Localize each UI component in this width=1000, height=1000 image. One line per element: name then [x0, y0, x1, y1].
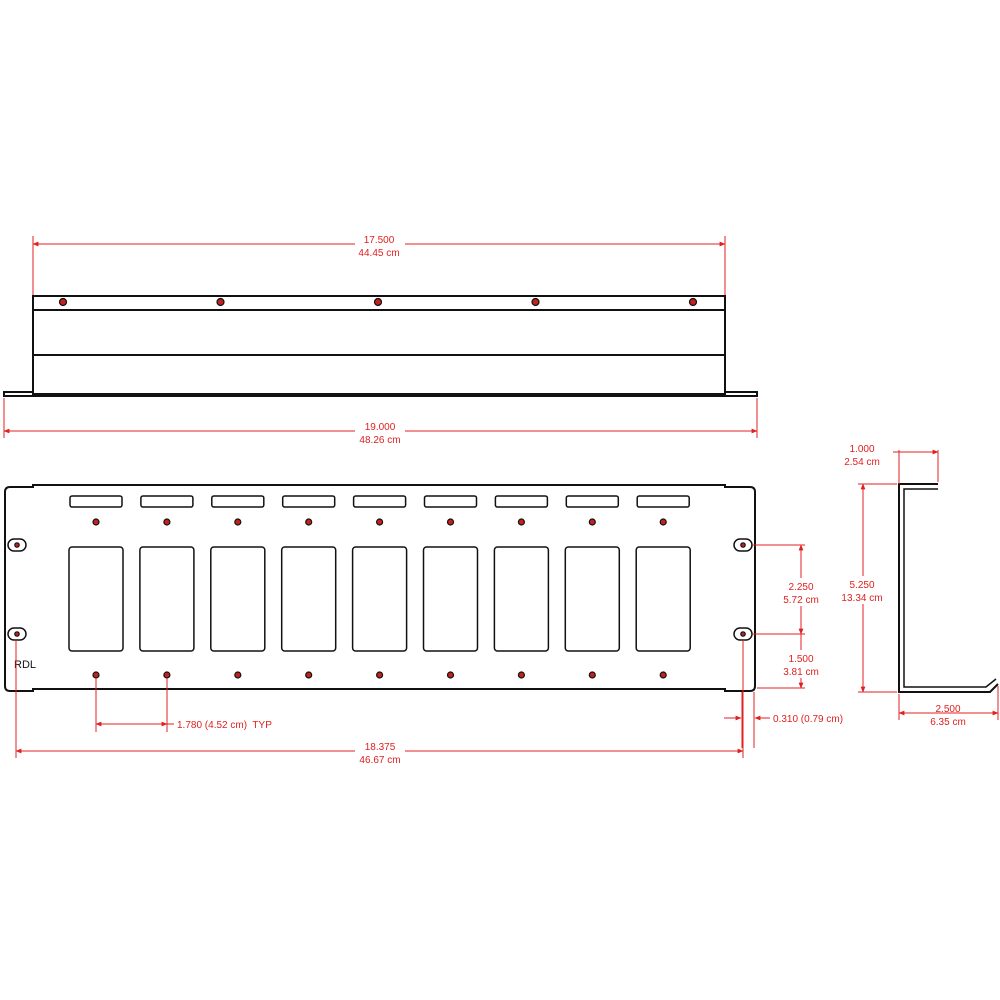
front-view: RDL 1.780 (4.52 cm) TYP 0.310 (0.79 cm) … — [4, 484, 843, 766]
mount-hole-lower — [163, 671, 171, 679]
rack-slot-upper-left — [7, 538, 27, 552]
module-window — [210, 546, 266, 652]
dim-inner-width-in: 17.500 — [364, 235, 395, 246]
module-window — [68, 546, 124, 652]
top-screw-holes — [58, 297, 698, 307]
mount-hole-lower — [659, 671, 667, 679]
top-view-chassis — [3, 295, 758, 397]
label-slot — [636, 495, 690, 508]
dim-inner-width: 17.500 44.45 cm — [32, 235, 726, 296]
dim-lip: 1.000 2.54 cm — [844, 444, 939, 484]
dim-height-b-in: 1.500 — [788, 654, 813, 665]
module-cutout — [280, 495, 337, 679]
mount-hole-lower — [92, 671, 100, 679]
module-cutout — [351, 495, 408, 679]
mount-hole-lower — [517, 671, 526, 679]
mount-hole-lower — [234, 671, 242, 679]
module-window — [635, 546, 691, 652]
dim-side-depth-cm: 6.35 cm — [930, 717, 966, 728]
dim-side-depth-in: 2.500 — [935, 704, 960, 715]
rack-slot-lower-left — [7, 627, 27, 641]
mount-hole-upper — [305, 518, 313, 526]
module-cutout — [422, 495, 479, 679]
dim-outer-width: 19.000 48.26 cm — [3, 398, 758, 446]
rack-slots — [7, 538, 753, 641]
dim-panel-heights: 2.250 5.72 cm 1.500 3.81 cm — [753, 544, 819, 689]
dim-hole-span-in: 18.375 — [365, 742, 396, 753]
dim-height-a-cm: 5.72 cm — [783, 595, 819, 606]
mount-hole-lower — [446, 671, 455, 679]
dim-edge-offset: 0.310 (0.79 cm) — [724, 692, 843, 748]
module-cutout — [564, 495, 621, 679]
top-view: 17.500 44.45 cm 19.000 48.26 cm — [3, 235, 758, 446]
side-profile — [898, 483, 999, 693]
rack-slot-upper-right — [733, 538, 753, 552]
mount-hole-upper — [92, 518, 100, 526]
mount-hole-upper — [659, 518, 667, 526]
screw-hole — [373, 297, 383, 307]
module-cutout — [635, 495, 691, 679]
module-cutout — [68, 495, 124, 679]
module-window — [564, 546, 621, 652]
mount-hole-upper — [376, 518, 384, 526]
module-window — [280, 546, 337, 652]
dim-lip-cm: 2.54 cm — [844, 457, 880, 468]
module-window — [422, 546, 479, 652]
module-window — [493, 546, 550, 652]
label-slot — [423, 495, 478, 508]
module-cutout — [493, 495, 550, 679]
mount-hole-upper — [446, 518, 455, 526]
mount-hole-upper — [517, 518, 526, 526]
mount-hole-lower — [305, 671, 313, 679]
dim-side-height-cm: 13.34 cm — [841, 593, 882, 604]
dim-side-height: 5.250 13.34 cm — [841, 483, 897, 693]
module-window — [139, 546, 195, 652]
label-slot — [494, 495, 549, 508]
dim-height-a-in: 2.250 — [788, 582, 813, 593]
dim-lip-in: 1.000 — [849, 444, 874, 455]
screw-hole — [688, 297, 698, 307]
dim-hole-span-cm: 46.67 cm — [359, 755, 400, 766]
screw-hole — [216, 297, 225, 307]
dim-height-b-cm: 3.81 cm — [783, 667, 819, 678]
screw-hole — [531, 297, 540, 307]
label-slot — [211, 495, 265, 508]
module-window — [351, 546, 408, 652]
dim-outer-width-in: 19.000 — [365, 422, 396, 433]
dim-side-height-in: 5.250 — [849, 580, 874, 591]
dim-edge-offset-text: 0.310 (0.79 cm) — [773, 714, 843, 725]
label-slot — [565, 495, 620, 508]
mount-hole-upper — [588, 518, 596, 526]
label-slot — [69, 495, 123, 508]
dim-hole-span: 18.375 46.67 cm — [15, 640, 744, 766]
dim-module-spacing: 1.780 (4.52 cm) TYP — [95, 678, 272, 732]
label-slot — [352, 495, 407, 508]
label-slot — [140, 495, 194, 508]
label-slot — [281, 495, 336, 508]
dim-module-spacing-text: 1.780 (4.52 cm) TYP — [177, 720, 272, 731]
dim-outer-width-cm: 48.26 cm — [359, 435, 400, 446]
front-panel-outline — [4, 484, 756, 692]
module-cutouts — [68, 495, 691, 679]
mount-hole-lower — [588, 671, 596, 679]
module-cutout — [210, 495, 266, 679]
mount-hole-lower — [376, 671, 384, 679]
brand-label: RDL — [14, 659, 36, 671]
mount-hole-upper — [163, 518, 171, 526]
side-view: 1.000 2.54 cm 5.250 13.34 cm 2.500 6.35 … — [841, 444, 999, 728]
mount-hole-upper — [234, 518, 242, 526]
module-cutout — [139, 495, 195, 679]
dim-inner-width-cm: 44.45 cm — [358, 248, 399, 259]
screw-hole — [58, 297, 68, 307]
dim-side-depth: 2.500 6.35 cm — [898, 686, 999, 728]
